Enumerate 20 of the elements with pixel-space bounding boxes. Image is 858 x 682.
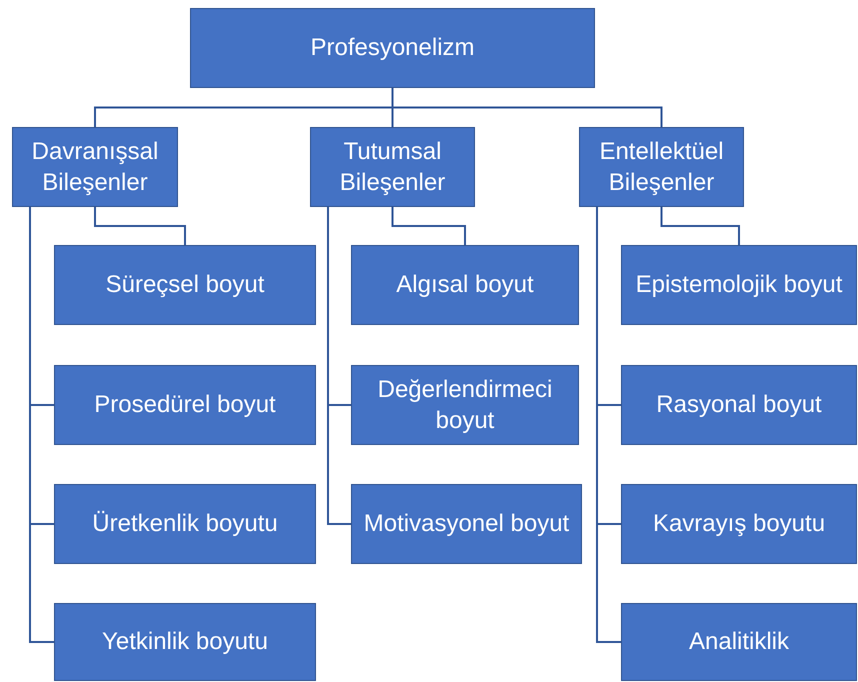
component-box: Profesyonelizm — [190, 8, 595, 88]
component-box: Rasyonal boyut — [621, 365, 857, 445]
component-box: Algısal boyut — [351, 245, 579, 325]
connector-line — [660, 207, 740, 245]
component-box: Analitiklik — [621, 603, 857, 681]
component-box: Tutumsal Bileşenler — [310, 127, 475, 207]
component-box: Yetkinlik boyutu — [54, 603, 316, 681]
component-box: Epistemolojik boyut — [621, 245, 857, 325]
component-box: Prosedürel boyut — [54, 365, 316, 445]
component-box: Davranışsal Bileşenler — [12, 127, 178, 207]
component-box: Süreçsel boyut — [54, 245, 316, 325]
connector-line — [392, 88, 662, 127]
component-box: Değerlendirmeci boyut — [351, 365, 579, 445]
component-box: Kavrayış boyutu — [621, 484, 857, 564]
component-box: Üretkenlik boyutu — [54, 484, 316, 564]
connector-line — [392, 207, 466, 245]
component-box: Motivasyonel boyut — [351, 484, 582, 564]
component-box: Entellektüel Bileşenler — [579, 127, 744, 207]
connector-line — [94, 207, 186, 245]
connector-line — [327, 207, 351, 525]
